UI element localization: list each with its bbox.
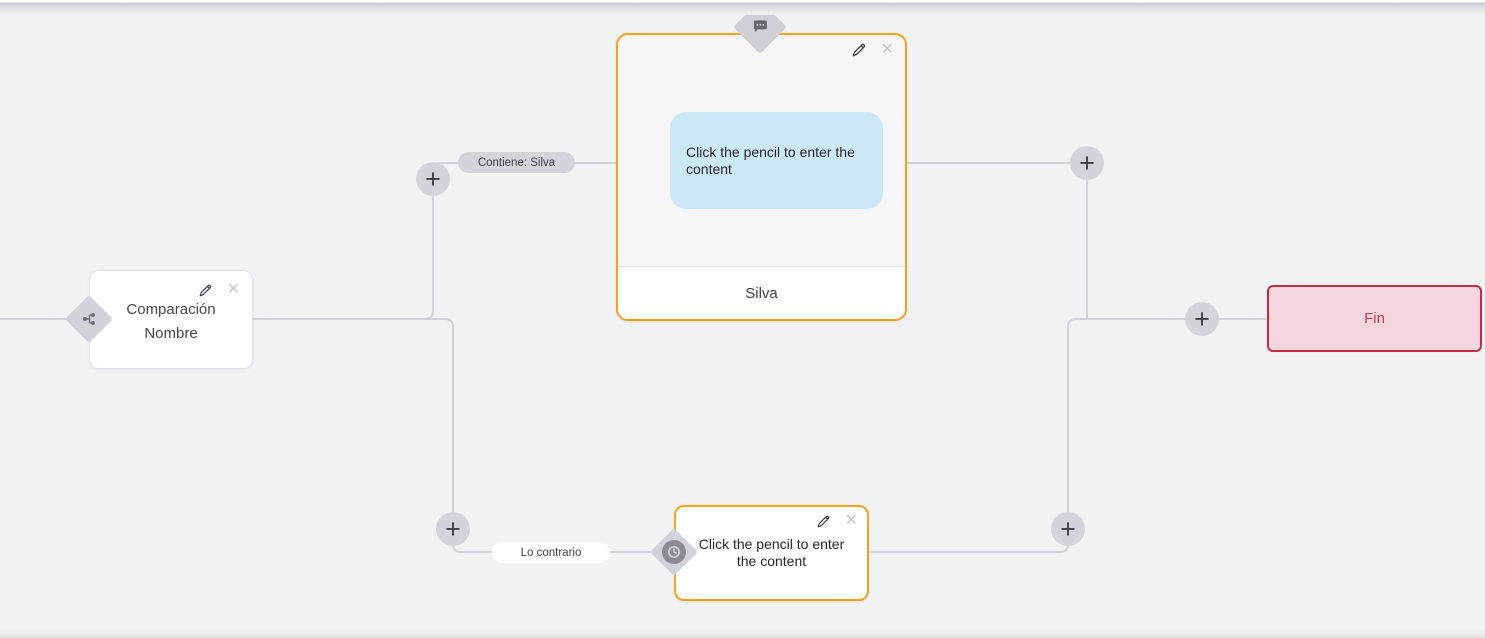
chat-bubble-icon <box>752 19 769 35</box>
message-placeholder-text: Click the pencil to enter the content <box>686 143 855 177</box>
wait-badge <box>649 527 699 577</box>
message-bubble: Click the pencil to enter the content <box>670 112 883 209</box>
add-node-button-top-right[interactable]: + <box>1070 146 1104 180</box>
wait-node[interactable]: ✕ Click the pencil to enter the content <box>674 505 869 601</box>
end-node[interactable]: Fin <box>1267 285 1482 352</box>
add-node-button-bottom-left[interactable]: + <box>436 512 470 546</box>
comparison-title-line2: Nombre <box>144 325 198 342</box>
comparison-title-line1: Comparación <box>126 301 216 318</box>
edge-label-otherwise: Lo contrario <box>492 542 610 563</box>
add-node-button-bottom-right[interactable]: + <box>1051 512 1085 546</box>
edit-pencil-icon[interactable] <box>816 513 832 529</box>
edit-pencil-icon[interactable] <box>198 282 214 298</box>
message-node[interactable]: ✕ Click the pencil to enter the content … <box>616 33 907 321</box>
message-badge <box>733 0 787 54</box>
comparison-node[interactable]: ✕ Comparación Nombre <box>89 270 253 369</box>
message-footer: Silva <box>618 266 905 319</box>
close-icon[interactable]: ✕ <box>226 281 240 298</box>
add-node-button-before-end[interactable]: + <box>1185 302 1219 336</box>
comparison-badge <box>64 294 114 344</box>
close-icon[interactable]: ✕ <box>844 512 858 529</box>
close-icon[interactable]: ✕ <box>880 41 894 58</box>
branch-icon <box>82 312 96 326</box>
clock-icon <box>662 540 686 564</box>
edit-pencil-icon[interactable] <box>851 42 867 58</box>
message-footer-label: Silva <box>745 284 778 302</box>
add-node-button-top-left[interactable]: + <box>416 162 450 196</box>
end-node-label: Fin <box>1364 310 1385 327</box>
wait-placeholder-text: Click the pencil to enter the content <box>698 536 845 569</box>
edge-label-contains: Contiene: Silva <box>458 152 575 173</box>
